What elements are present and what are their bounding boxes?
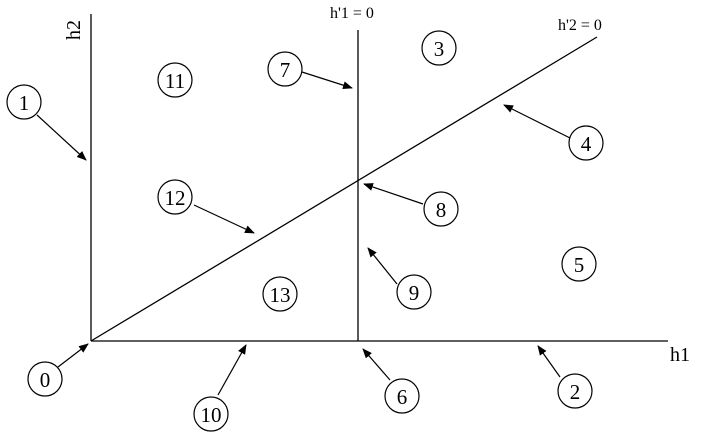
region-9: 9 — [396, 274, 432, 310]
line1-label: h'1 = 0 — [330, 5, 374, 22]
region-0: 0 — [27, 361, 63, 397]
region-5: 5 — [561, 246, 597, 282]
region-11: 11 — [157, 62, 193, 98]
region-7: 7 — [267, 51, 303, 87]
y-axis-label: h2 — [63, 20, 85, 40]
arrow-12 — [193, 204, 255, 234]
svg-text:10: 10 — [201, 403, 222, 427]
svg-text:3: 3 — [434, 37, 445, 61]
svg-text:7: 7 — [280, 58, 291, 82]
region-6: 6 — [384, 378, 420, 414]
region-8: 8 — [423, 191, 459, 227]
svg-text:12: 12 — [165, 186, 186, 210]
svg-text:1: 1 — [19, 91, 30, 115]
region-3: 3 — [421, 30, 457, 66]
region-2: 2 — [557, 373, 593, 409]
arrow-2 — [537, 345, 561, 378]
region-12: 12 — [157, 179, 193, 215]
arrow-1 — [36, 114, 87, 161]
svg-text:0: 0 — [40, 368, 51, 392]
svg-text:8: 8 — [436, 198, 447, 222]
arrow-6 — [362, 348, 391, 381]
arrow-9 — [367, 247, 398, 285]
svg-text:13: 13 — [270, 283, 291, 307]
arrow-0 — [57, 343, 89, 368]
line-h2-prime-zero — [90, 36, 598, 342]
arrow-4 — [503, 104, 571, 139]
arrow-8 — [363, 183, 424, 205]
arrow-7 — [301, 71, 353, 90]
svg-text:11: 11 — [165, 69, 185, 93]
line2-label: h'2 = 0 — [558, 17, 602, 34]
svg-text:4: 4 — [581, 132, 592, 156]
svg-text:9: 9 — [409, 281, 420, 305]
region-10: 10 — [193, 396, 229, 432]
region-4: 4 — [568, 125, 604, 161]
x-axis-label: h1 — [670, 344, 690, 366]
region-13: 13 — [262, 276, 298, 312]
svg-text:2: 2 — [570, 380, 581, 404]
arrow-10 — [217, 344, 247, 396]
svg-text:5: 5 — [574, 253, 585, 277]
svg-text:6: 6 — [397, 385, 408, 409]
region-1: 1 — [6, 84, 42, 120]
